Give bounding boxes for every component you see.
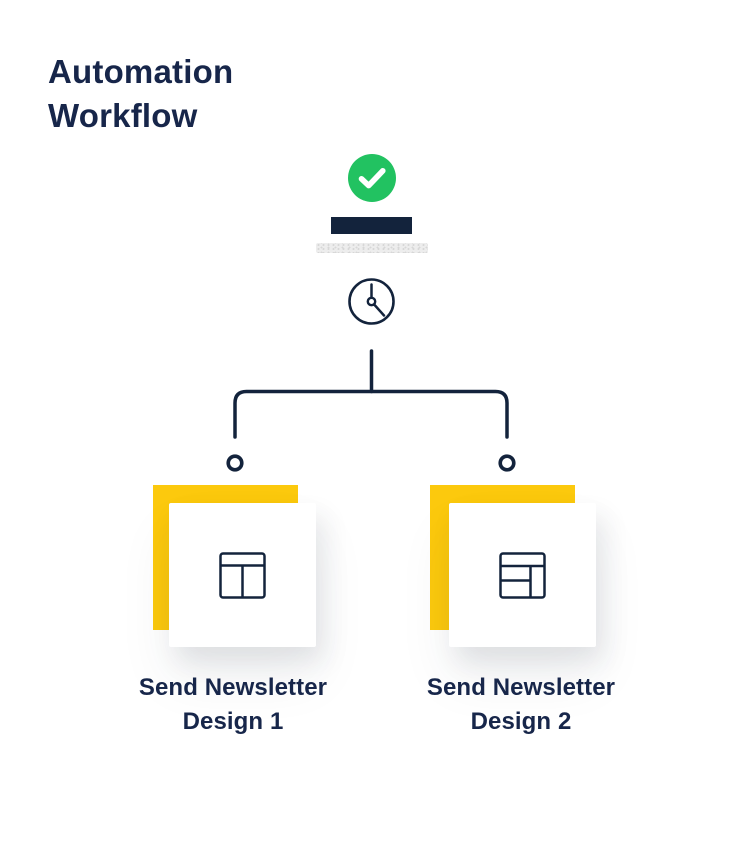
page-title: Automation Workflow [48,53,234,134]
branch-endpoint-right [498,454,516,472]
check-circle-icon[interactable] [348,154,396,202]
newsletter-layout-columns-icon [219,551,266,599]
check-circle-graphic [348,154,396,202]
newsletter-layout-rows-icon [499,551,546,599]
card-label-design-2-line2: Design 2 [470,708,572,735]
card-label-design-1-line1: Send Newsletter [138,674,328,701]
newsletter-card-design-1[interactable] [169,503,316,647]
card-label-design-1-line2: Design 1 [182,708,284,735]
node-title-placeholder-bar [331,217,412,234]
branch-endpoint-left [226,454,244,472]
card-label-design-2-line1: Send Newsletter [426,674,616,701]
card-label-design-1: Send Newsletter Design 1 [103,671,363,739]
clock-graphic [348,278,395,325]
clock-icon[interactable] [347,277,396,326]
newsletter-card-design-2[interactable] [449,503,596,647]
node-subtitle-placeholder-bar [316,243,428,253]
branch-connector-lines [226,349,516,472]
card-label-design-2: Send Newsletter Design 2 [391,671,651,739]
